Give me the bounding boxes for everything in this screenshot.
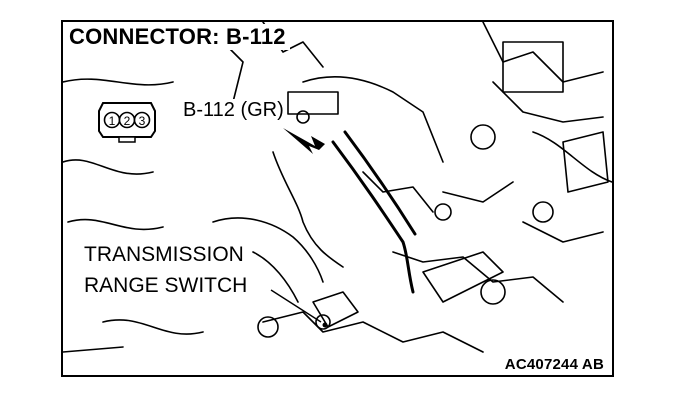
pin-3-label: 3 [139, 114, 146, 128]
engine-bay-illustration [63, 22, 612, 353]
part-label-line1: TRANSMISSION [81, 243, 247, 267]
pin-1-label: 1 [109, 114, 116, 128]
connector-pin-icon: 1 2 3 [97, 97, 157, 143]
part-label-line2: RANGE SWITCH [81, 274, 251, 298]
diagram-frame: 1 2 3 CONNECTOR: B-112 B-112 (GR) TRANSM… [61, 20, 614, 377]
pin-2-label: 2 [124, 114, 131, 128]
figure-code: AC407244 AB [502, 356, 606, 373]
connector-label: B-112 (GR) [180, 99, 287, 122]
diagram-title: CONNECTOR: B-112 [67, 24, 290, 50]
